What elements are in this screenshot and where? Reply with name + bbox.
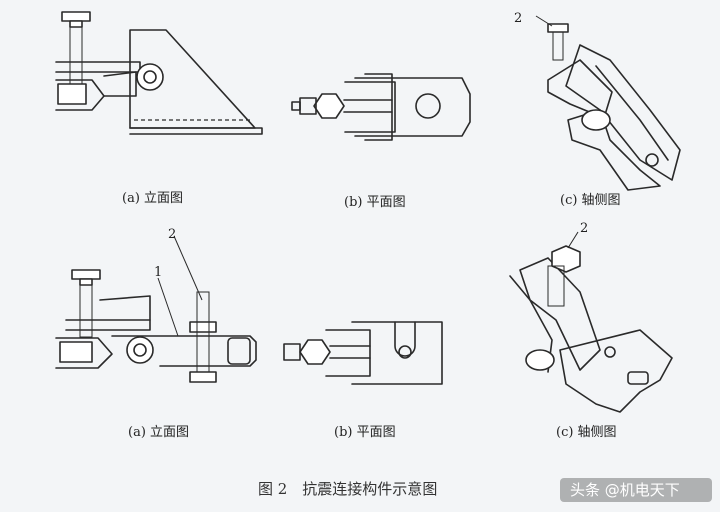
callout-2-bottom-c: 2 [580, 221, 588, 236]
top-plan-drawing [291, 73, 471, 141]
callout-1-bottom: 1 [154, 265, 162, 280]
callout-2-top: 2 [514, 11, 522, 26]
callout-2-bottom: 2 [168, 227, 176, 242]
caption-bottom-c: (c) 轴侧图 [556, 425, 617, 440]
watermark-text: 头条 @机电天下 [570, 481, 680, 499]
bottom-plan-drawing [283, 321, 443, 385]
figure-title: 图 2 抗震连接构件示意图 [258, 480, 437, 498]
watermark-backdrop [560, 478, 712, 502]
caption-top-c: (c) 轴侧图 [560, 193, 621, 208]
caption-top-a: (a) 立面图 [122, 191, 183, 206]
top-axonometric-drawing [535, 15, 681, 191]
caption-bottom-b: (b) 平面图 [334, 425, 396, 440]
bottom-axonometric-drawing [509, 231, 673, 413]
caption-bottom-a: (a) 立面图 [128, 425, 189, 440]
top-elevation-drawing [55, 11, 263, 135]
bottom-elevation-drawing [55, 235, 257, 383]
caption-top-b: (b) 平面图 [344, 195, 406, 210]
